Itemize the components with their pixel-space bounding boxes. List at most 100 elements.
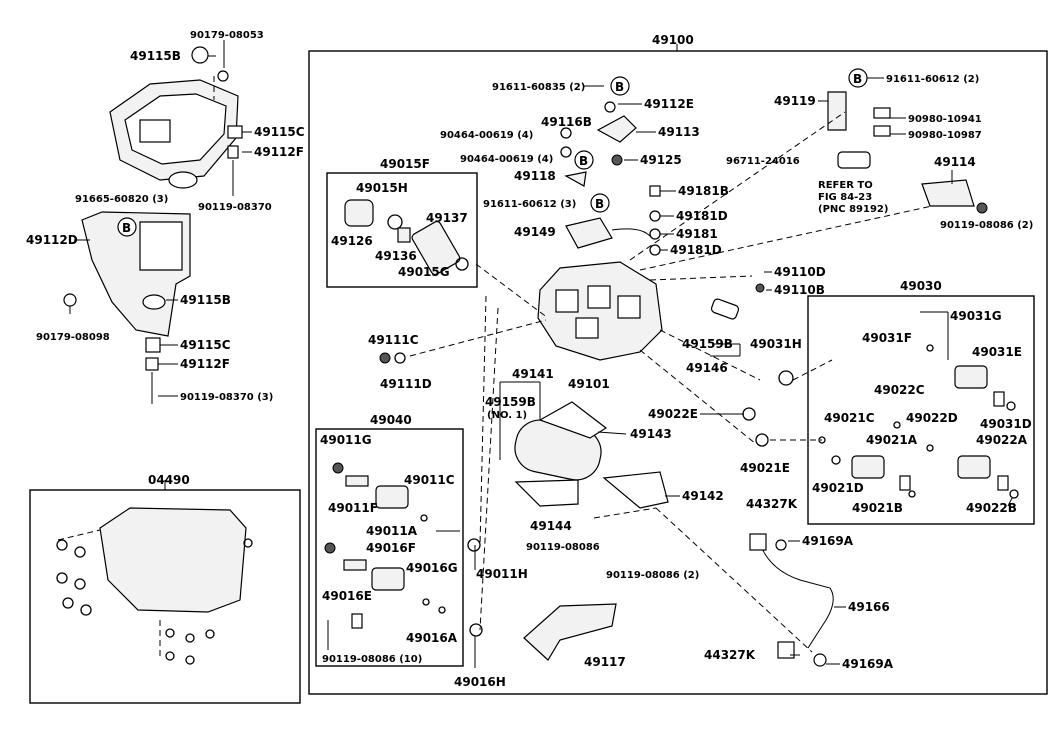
frame-49015F bbox=[326, 172, 478, 288]
label-91611-60612-top: 91611-60612 (2) bbox=[886, 74, 979, 85]
label-49015H: 49015H bbox=[356, 181, 408, 195]
svg-text:B: B bbox=[122, 221, 131, 235]
label-44327K-b: 44327K bbox=[704, 648, 756, 662]
b-markers: B B B B B bbox=[117, 68, 868, 237]
label-04490: 04490 bbox=[148, 473, 190, 487]
label-49141: 49141 bbox=[512, 367, 554, 381]
label-90464-00619-a: 90464-00619 (4) bbox=[440, 130, 533, 141]
pipe-49166 bbox=[749, 533, 834, 667]
label-49146: 49146 bbox=[686, 361, 728, 375]
label-49119: 49119 bbox=[774, 94, 816, 108]
label-49030: 49030 bbox=[900, 279, 942, 293]
label-49011H: 49011H bbox=[476, 567, 528, 581]
label-49125: 49125 bbox=[640, 153, 682, 167]
label-49021E: 49021E bbox=[740, 461, 790, 475]
svg-text:B: B bbox=[595, 197, 604, 211]
label-49181D-b: 49181D bbox=[670, 243, 722, 257]
label-49031E: 49031E bbox=[972, 345, 1022, 359]
label-49016H: 49016H bbox=[454, 675, 506, 689]
label-49015G: 49015G bbox=[398, 265, 450, 279]
label-49181B: 49181B bbox=[678, 184, 729, 198]
accumulator-assembly bbox=[514, 401, 669, 661]
label-49166: 49166 bbox=[848, 600, 890, 614]
label-90980-10941: 90980-10941 bbox=[908, 114, 982, 125]
label-49114: 49114 bbox=[934, 155, 976, 169]
label-49031F: 49031F bbox=[862, 331, 912, 345]
label-49116B: 49116B bbox=[541, 115, 592, 129]
label-90119-08086-mid: 90119-08086 bbox=[526, 542, 600, 553]
label-90119-08370-bot: 90119-08370 (3) bbox=[180, 392, 273, 403]
label-49016G: 49016G bbox=[406, 561, 458, 575]
b-marker-icon: B bbox=[610, 76, 630, 96]
label-49016E: 49016E bbox=[322, 589, 372, 603]
label-49115B-top: 49115B bbox=[130, 49, 181, 63]
label-49149: 49149 bbox=[514, 225, 556, 239]
label-49031G: 49031G bbox=[950, 309, 1002, 323]
label-49115C-bot: 49115C bbox=[180, 338, 231, 352]
part-labels: 49100 90179-08053 49115B 49115C 49112F 9… bbox=[26, 30, 1033, 689]
label-49031D: 49031D bbox=[980, 417, 1032, 431]
svg-text:B: B bbox=[579, 154, 588, 168]
label-refer-1: REFER TO bbox=[818, 180, 873, 191]
label-49137: 49137 bbox=[426, 211, 468, 225]
label-refer-3: (PNC 89192) bbox=[818, 204, 888, 215]
valve-body-49101 bbox=[537, 261, 663, 361]
b-marker-icon: B bbox=[574, 150, 594, 170]
label-91665-60820: 91665-60820 (3) bbox=[75, 194, 168, 205]
label-49022A: 49022A bbox=[976, 433, 1028, 447]
label-49021A: 49021A bbox=[866, 433, 918, 447]
label-49110D: 49110D bbox=[774, 265, 826, 279]
label-49040: 49040 bbox=[370, 413, 412, 427]
label-49016F: 49016F bbox=[366, 541, 416, 555]
label-49011F: 49011F bbox=[328, 501, 378, 515]
leader-lines bbox=[69, 40, 1013, 668]
frame-49040 bbox=[315, 428, 464, 667]
label-90464-00619-b: 90464-00619 (4) bbox=[460, 154, 553, 165]
label-49011G: 49011G bbox=[320, 433, 372, 447]
label-49169A-b: 49169A bbox=[842, 657, 894, 671]
b-marker-icon: B bbox=[590, 193, 610, 213]
main-frame-49100 bbox=[308, 50, 1048, 695]
label-49022C: 49022C bbox=[874, 383, 925, 397]
label-49011C: 49011C bbox=[404, 473, 455, 487]
label-49142: 49142 bbox=[682, 489, 724, 503]
label-49112F-bot: 49112F bbox=[180, 357, 230, 371]
label-90119-08370-top: 90119-08370 bbox=[198, 202, 272, 213]
label-90119-08086-tr: 90119-08086 (2) bbox=[940, 220, 1033, 231]
label-49111D: 49111D bbox=[380, 377, 432, 391]
upper-fittings bbox=[379, 101, 794, 447]
label-49100: 49100 bbox=[652, 33, 694, 47]
label-49011A: 49011A bbox=[366, 524, 418, 538]
valve-group-49030 bbox=[818, 344, 1019, 499]
label-49021B: 49021B bbox=[852, 501, 903, 515]
label-49113: 49113 bbox=[658, 125, 700, 139]
label-49110B: 49110B bbox=[774, 283, 825, 297]
label-49181: 49181 bbox=[676, 227, 718, 241]
label-90119-08086-2: 90119-08086 (2) bbox=[606, 570, 699, 581]
label-49169A-a: 49169A bbox=[802, 534, 854, 548]
label-90179-08098: 90179-08098 bbox=[36, 332, 110, 343]
label-49016A: 49016A bbox=[406, 631, 458, 645]
label-49136: 49136 bbox=[375, 249, 417, 263]
label-49111C: 49111C bbox=[368, 333, 419, 347]
bracket-49112D bbox=[63, 211, 191, 404]
label-refer-2: FIG 84-23 bbox=[818, 192, 872, 203]
label-49112D: 49112D bbox=[26, 233, 78, 247]
label-90980-10987: 90980-10987 bbox=[908, 130, 982, 141]
b-marker-icon: B bbox=[848, 68, 868, 88]
frame-49030 bbox=[807, 295, 1035, 525]
svg-text:B: B bbox=[615, 80, 624, 94]
label-49112F-top: 49112F bbox=[254, 145, 304, 159]
label-49159B: 49159B bbox=[682, 337, 733, 351]
dashed-connectors bbox=[57, 76, 933, 660]
label-90119-08086-10: 90119-08086 (10) bbox=[322, 654, 422, 665]
label-49181D-a: 49181D bbox=[676, 209, 728, 223]
label-49115C-top: 49115C bbox=[254, 125, 305, 139]
svg-text:B: B bbox=[853, 72, 862, 86]
gasket-kit-04490 bbox=[56, 507, 253, 665]
label-49126: 49126 bbox=[331, 234, 373, 248]
filter-box-contents bbox=[344, 199, 469, 276]
label-49118: 49118 bbox=[514, 169, 556, 183]
label-49022B: 49022B bbox=[966, 501, 1017, 515]
label-49159B-no1: 49159B bbox=[485, 395, 536, 409]
